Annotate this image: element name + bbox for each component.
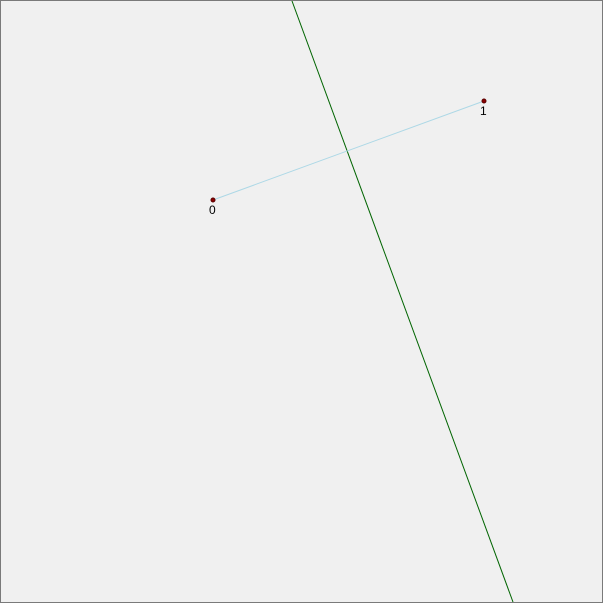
point-0-label: 0 bbox=[209, 203, 216, 217]
point-1-marker[interactable] bbox=[481, 98, 487, 104]
point-1-label: 1 bbox=[480, 104, 487, 118]
connecting-segment bbox=[212, 100, 485, 201]
point-0-marker[interactable] bbox=[210, 197, 216, 203]
perpendicular-bisector-line bbox=[291, 1, 514, 602]
